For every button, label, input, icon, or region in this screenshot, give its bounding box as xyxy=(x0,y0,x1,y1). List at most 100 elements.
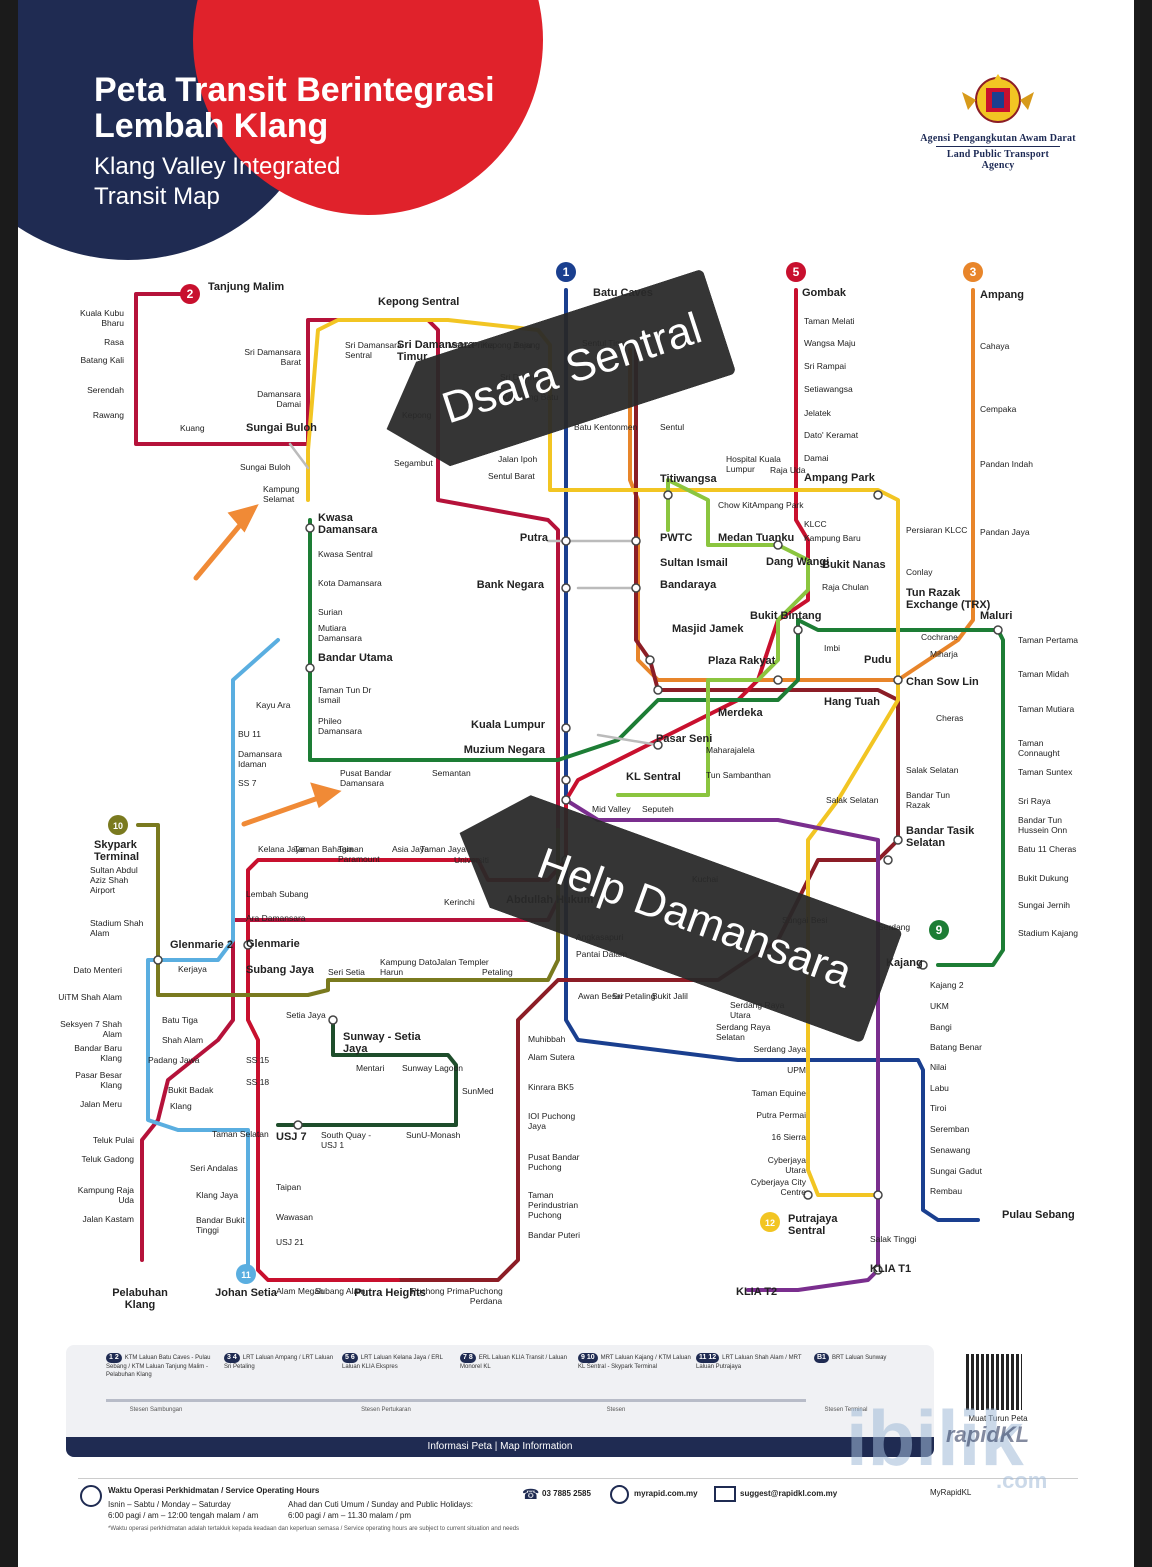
station-label: Taman Melati xyxy=(804,316,855,326)
station-label: Taman Jaya xyxy=(420,844,466,854)
station-label: South Quay -USJ 1 xyxy=(321,1130,371,1150)
station-label: Dato Menteri xyxy=(73,965,122,975)
station-label: Ara Damansara xyxy=(246,913,306,923)
station-label: Batang Benar xyxy=(930,1042,982,1052)
station-label: Kuala Lumpur xyxy=(471,719,546,731)
legend-scale-label: Stesen xyxy=(556,1407,676,1413)
station-label: Conlay xyxy=(906,567,933,577)
footer-email[interactable]: suggest@rapidkl.com.my xyxy=(740,1489,850,1498)
legend-text: BRT Laluan Sunway xyxy=(832,1355,886,1361)
station-label: Jalan Meru xyxy=(80,1099,122,1109)
interchange-dot xyxy=(306,664,314,672)
station-label: Bukit Bintang xyxy=(750,610,822,622)
interchange-dot xyxy=(646,656,654,664)
interchange-dot xyxy=(154,956,162,964)
station-label: Seksyen 7 ShahAlam xyxy=(60,1019,122,1039)
station-label: Kerjaya xyxy=(178,964,207,974)
station-label: DamansaraIdaman xyxy=(238,749,282,769)
station-label: Batu Kentonmen xyxy=(574,422,638,432)
rapidkl-brand: rapidKL xyxy=(946,1422,1029,1448)
station-label: PWTC xyxy=(660,532,692,544)
station-label: Bandar BaruKlang xyxy=(74,1043,122,1063)
station-label: Damai xyxy=(804,453,829,463)
line-badge-number: 1 xyxy=(563,265,570,279)
station-label: Taman Pertama xyxy=(1018,635,1078,645)
station-label: Cochrane xyxy=(921,632,958,642)
station-label: Jalan Templer xyxy=(436,957,489,967)
globe-icon xyxy=(610,1485,629,1504)
station-label: Cahaya xyxy=(980,341,1010,351)
interchange-dot xyxy=(874,1191,882,1199)
interchange-dot xyxy=(632,537,640,545)
clock-icon xyxy=(80,1485,102,1507)
station-label: Pulau Sebang xyxy=(1002,1209,1075,1221)
station-label: Seremban xyxy=(930,1124,969,1134)
station-label: Chow Kit xyxy=(718,500,753,510)
line-badge-number: 5 xyxy=(793,265,800,279)
station-label: Ampang Park xyxy=(804,472,876,484)
interchange-dot xyxy=(562,776,570,784)
station-label: Padang Jawa xyxy=(148,1055,200,1065)
line-badge-number: 2 xyxy=(187,287,194,301)
legend-badge: 7 8 xyxy=(460,1353,476,1363)
station-label: Pusat BandarDamansara xyxy=(340,768,392,788)
footer-web[interactable]: myrapid.com.my xyxy=(634,1489,724,1498)
station-label: Batu Tiga xyxy=(162,1015,198,1025)
station-label: Raja Uda xyxy=(770,465,806,475)
station-label: Nilai xyxy=(930,1062,947,1072)
station-label: Medan Tuanku xyxy=(718,532,794,544)
station-label: Ampang Park xyxy=(752,500,804,510)
station-label: Klang Jaya xyxy=(196,1190,238,1200)
station-label: Serendah xyxy=(87,385,124,395)
station-label: Pandan Indah xyxy=(980,459,1033,469)
station-label: Sultan AbdulAziz ShahAirport xyxy=(90,865,138,895)
station-label: Sungai Buloh xyxy=(246,422,317,434)
legend-scale-line xyxy=(106,1399,806,1402)
station-label: Sri Raya xyxy=(1018,796,1051,806)
interchange-dot xyxy=(306,524,314,532)
station-label: Jelatek xyxy=(804,408,832,418)
phone-icon: ☎ xyxy=(522,1486,539,1503)
station-label: Mid Valley xyxy=(592,804,631,814)
station-label: Bank Negara xyxy=(477,579,545,591)
station-label: SS 15 xyxy=(246,1055,269,1065)
station-label: Sentul Barat xyxy=(488,471,535,481)
station-label: Seri Andalas xyxy=(190,1163,238,1173)
station-label: TamanConnaught xyxy=(1018,738,1060,758)
station-label: Klang xyxy=(170,1101,192,1111)
station-label: Merdeka xyxy=(718,707,764,719)
station-label: 16 Sierra xyxy=(772,1132,807,1142)
station-label: Raja Chulan xyxy=(822,582,869,592)
station-label: Kwasa Sentral xyxy=(318,549,373,559)
line-badge-number: 12 xyxy=(765,1218,775,1228)
station-label: Taman Mutiara xyxy=(1018,704,1074,714)
station-label: Bandar BukitTinggi xyxy=(196,1215,245,1235)
interchange-dot xyxy=(562,537,570,545)
footer-social[interactable]: MyRapidKL xyxy=(930,1488,990,1497)
station-label: Teluk Pulai xyxy=(93,1135,134,1145)
station-label: Putra xyxy=(520,532,549,544)
legend-badge: 1 2 xyxy=(106,1353,122,1363)
station-label: Glenmarie xyxy=(246,938,300,950)
station-label: Rawang xyxy=(93,410,124,420)
station-label: UPM xyxy=(787,1065,806,1075)
station-label: Kajang 2 xyxy=(930,980,964,990)
station-label: Wawasan xyxy=(276,1212,313,1222)
station-label: Kepong Sentral xyxy=(378,296,459,308)
station-label: Glenmarie 2 xyxy=(170,939,233,951)
station-label: Maluri xyxy=(980,610,1012,622)
legend-badge: 5 6 xyxy=(342,1353,358,1363)
interchange-dot xyxy=(562,584,570,592)
station-label: Johan Setia xyxy=(215,1287,278,1299)
station-label: PutrajayaSentral xyxy=(788,1213,838,1237)
legend-text: LRT Laluan Ampang / LRT Laluan Sri Petal… xyxy=(224,1355,333,1370)
legend-text: ERL Laluan KLIA Transit / Laluan Monorel… xyxy=(460,1355,567,1370)
station-label: Maharajalela xyxy=(706,745,755,755)
station-label: Sungai Buloh xyxy=(240,462,291,472)
station-label: Jalan Ipoh xyxy=(498,454,537,464)
